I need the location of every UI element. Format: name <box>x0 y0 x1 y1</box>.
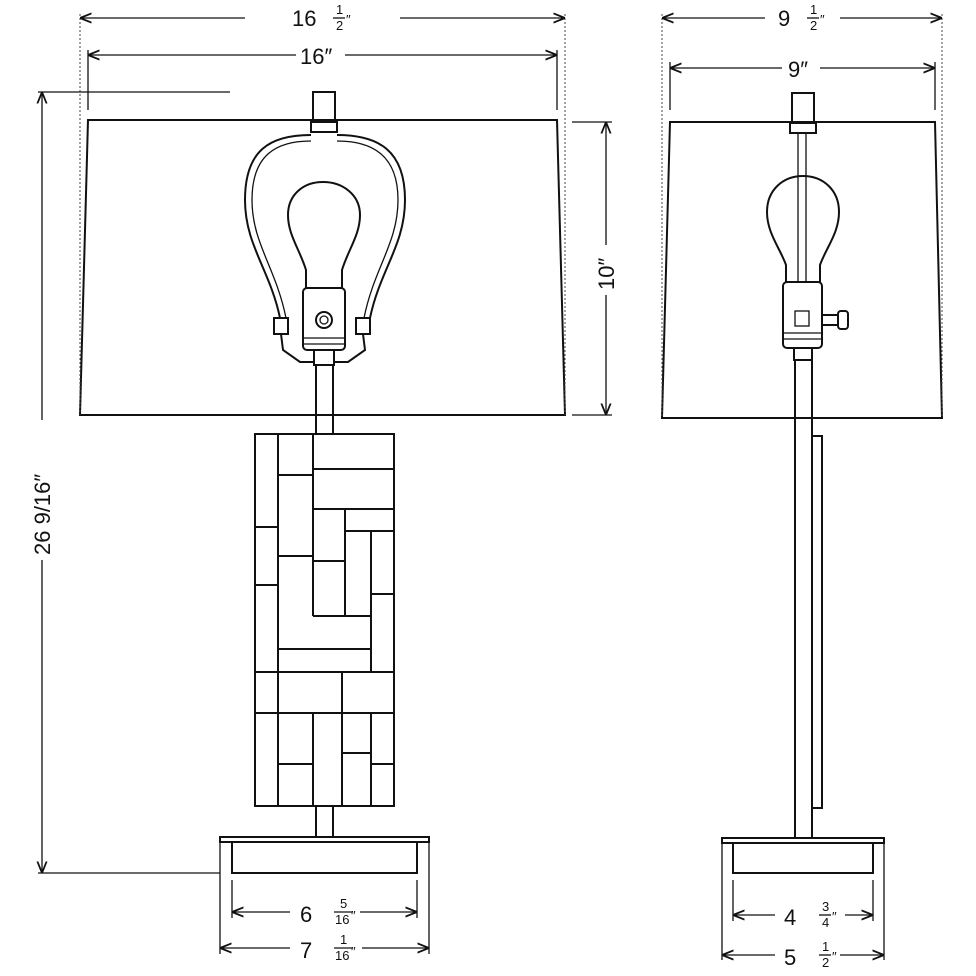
socket-knob-icon <box>837 310 849 330</box>
front-stem-lower <box>315 805 334 838</box>
dim-base-inner-front-whole: 6 <box>300 902 312 927</box>
dim-unit: ″ <box>351 944 356 959</box>
side-view <box>660 92 944 874</box>
dim-frac-num: 3 <box>822 899 829 914</box>
dim-base-outer-side-whole: 5 <box>784 945 796 970</box>
dim-shade-top-inner: 16″ <box>300 44 332 69</box>
front-shade <box>78 119 567 416</box>
dim-overall-height: 26 9/16″ <box>30 474 55 555</box>
front-bulb <box>286 180 362 288</box>
dim-side-shade-outer-whole: 9 <box>778 6 790 31</box>
side-stem <box>794 359 813 839</box>
front-finial <box>312 91 336 121</box>
dim-frac-num: 1 <box>822 939 829 954</box>
dim-frac-den: 4 <box>822 915 829 930</box>
side-shade <box>660 121 944 419</box>
side-bulb <box>765 174 841 282</box>
side-finial <box>791 92 815 123</box>
front-view <box>78 91 567 874</box>
dim-frac-den: 16 <box>335 948 349 963</box>
harp <box>243 134 407 319</box>
dim-frac-den: 2 <box>336 18 343 33</box>
front-body-tile-pattern <box>254 433 395 807</box>
harp-inner <box>251 140 399 319</box>
harp-right-saddle <box>355 317 371 335</box>
side-socket <box>782 281 823 349</box>
front-socket <box>302 287 346 351</box>
dim-shade-top-outer-whole: 16 <box>292 6 316 31</box>
dim-frac-num: 5 <box>340 896 347 911</box>
dim-unit: ″ <box>820 12 825 27</box>
side-body-edge <box>811 435 823 809</box>
dim-base-outer-front-whole: 7 <box>300 938 312 963</box>
front-stem-upper <box>315 364 334 435</box>
dim-unit: ″ <box>832 909 837 924</box>
dim-frac-den: 2 <box>810 18 817 33</box>
dim-unit: ″ <box>832 949 837 964</box>
dim-unit: ″ <box>346 12 351 27</box>
front-base-box <box>231 841 418 874</box>
side-base-box <box>732 842 874 874</box>
dim-frac-den: 16 <box>335 912 349 927</box>
dim-frac-num: 1 <box>340 932 347 947</box>
dim-frac-num: 1 <box>336 2 343 17</box>
dim-side-shade-inner: 9″ <box>788 57 808 82</box>
harp-left-saddle <box>273 317 289 335</box>
dim-frac-den: 2 <box>822 955 829 970</box>
dim-unit: ″ <box>351 908 356 923</box>
front-dimensions: 16 1 2 ″ 16″ 10″ 26 9/16″ 6 5 16 ″ 7 <box>30 2 619 963</box>
side-dimensions: 9 1 2 ″ 9″ 4 3 4 ″ 5 1 2 ″ <box>661 2 943 970</box>
socket-switch-icon <box>315 311 333 329</box>
dim-frac-num: 1 <box>810 2 817 17</box>
harp-top-clip <box>310 121 338 133</box>
dim-base-inner-side-whole: 4 <box>784 905 796 930</box>
dim-shade-height: 10″ <box>594 258 619 290</box>
